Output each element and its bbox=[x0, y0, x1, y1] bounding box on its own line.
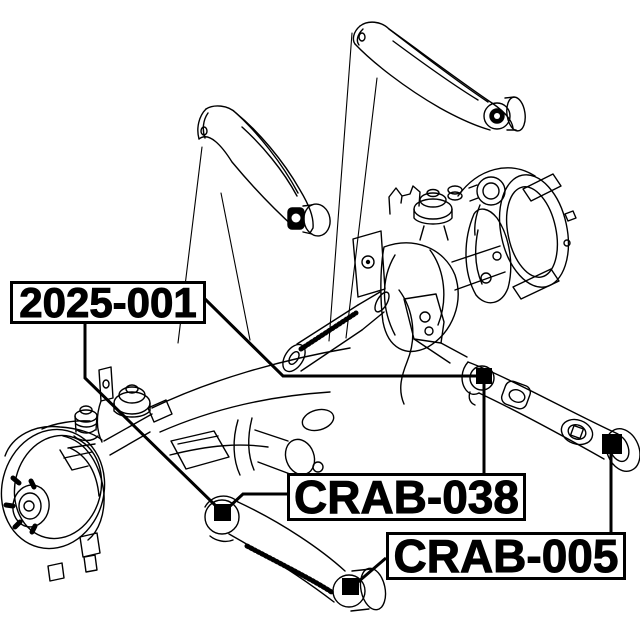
axle-knuckle-backing-plate bbox=[451, 167, 577, 304]
differential-assembly bbox=[96, 185, 468, 476]
bushing-markers bbox=[214, 368, 622, 595]
leader-crab-005-left bbox=[357, 556, 387, 584]
marker-trailing-arm-rear-bushing bbox=[342, 578, 359, 595]
leader-crab-038-left bbox=[227, 492, 287, 509]
callout-part-crab-038: CRAB-038 bbox=[287, 473, 526, 521]
wheel-studs bbox=[3, 475, 38, 535]
upper-control-arm-left bbox=[177, 105, 331, 344]
marker-trailing-arm-front-bushing bbox=[214, 504, 231, 521]
marker-lateral-arm-outer-bushing bbox=[602, 434, 622, 454]
marker-lateral-arm-inner-bushing bbox=[476, 368, 492, 384]
leader-lines bbox=[83, 297, 613, 584]
callout-part-crab-005: CRAB-005 bbox=[386, 532, 626, 580]
upper-control-arm-right bbox=[328, 21, 526, 342]
brake-disc-assembly bbox=[0, 399, 173, 582]
trailing-arm bbox=[204, 495, 387, 612]
callout-part-2025-001: 2025-001 bbox=[10, 281, 206, 324]
leader-2025-001-a bbox=[83, 324, 220, 510]
leader-2025-001-b bbox=[203, 297, 477, 378]
